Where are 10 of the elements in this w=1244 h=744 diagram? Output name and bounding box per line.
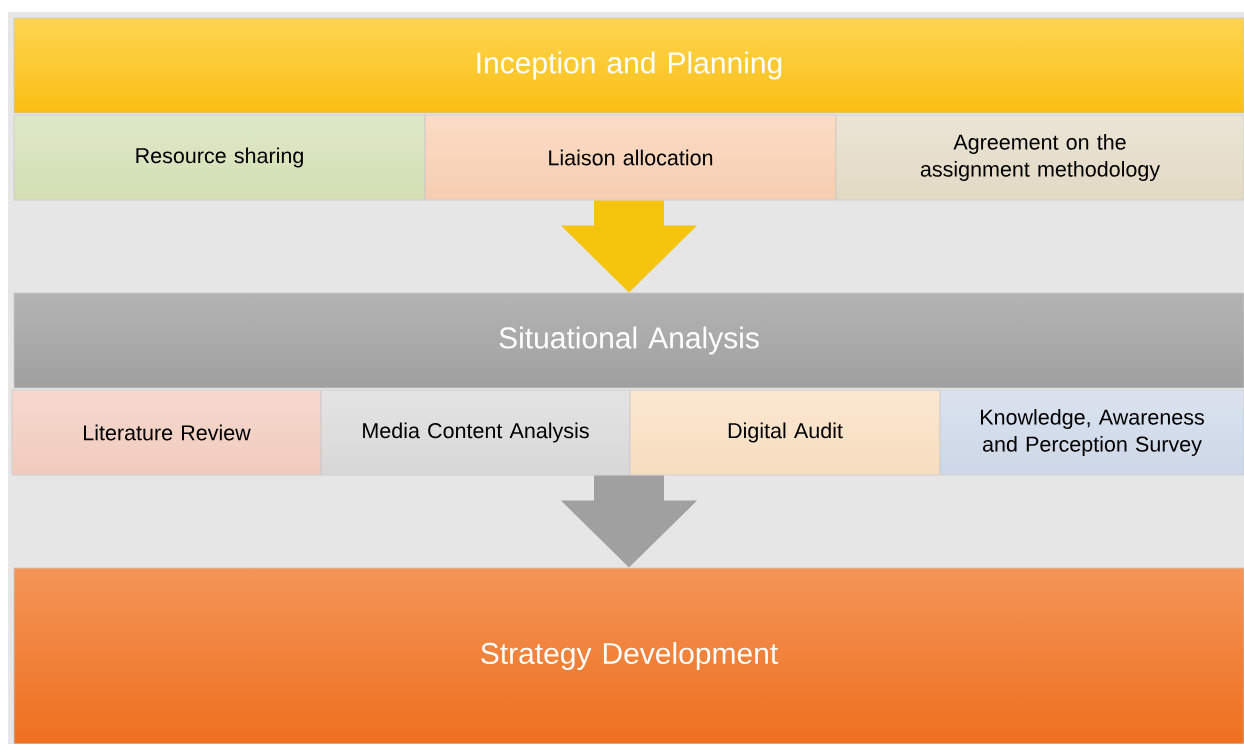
activity-box: Knowledge, Awareness and Perception Survey: [939, 389, 1244, 476]
block-arrow: [561, 475, 697, 568]
activity-box: Digital Audit: [629, 389, 941, 476]
activity-box: Literature Review: [11, 389, 322, 476]
activity-box: Agreement on the assignment methodology: [835, 114, 1244, 201]
activity-box: Resource sharing: [13, 114, 426, 201]
block-arrow: [561, 200, 697, 293]
stage-band: Strategy Development: [13, 567, 1244, 744]
activity-box: Liaison allocation: [424, 114, 837, 201]
activity-box: Media Content Analysis: [320, 389, 631, 476]
